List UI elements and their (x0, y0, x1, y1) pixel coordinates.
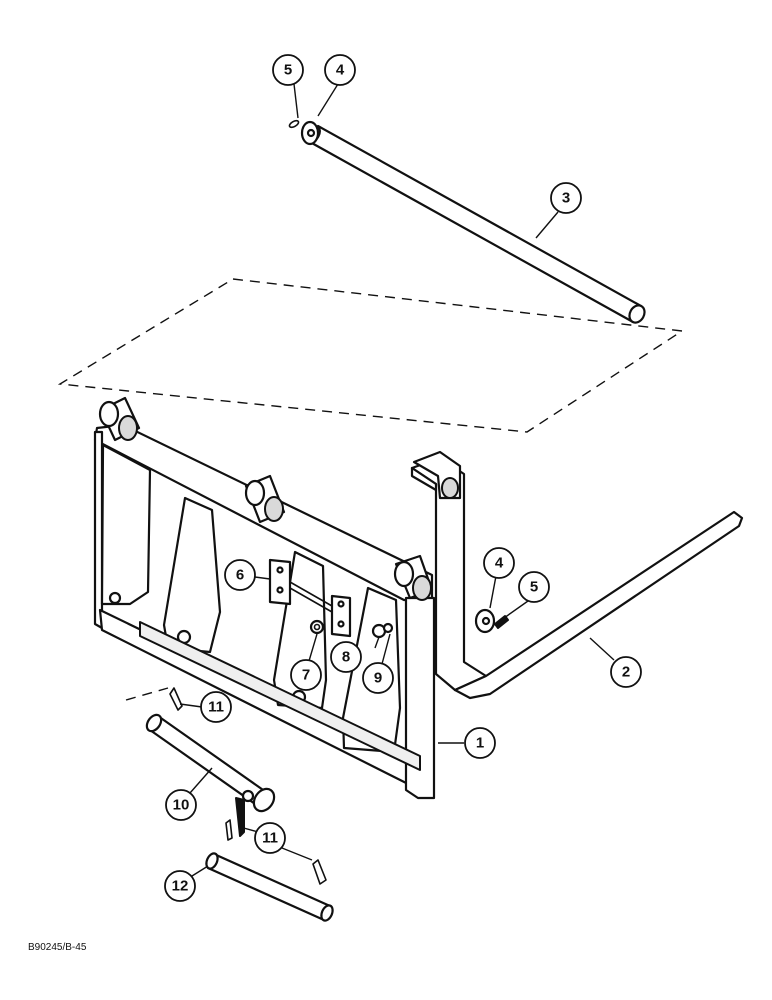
cotter-clip-upper (169, 687, 183, 711)
svg-text:11: 11 (208, 699, 224, 716)
pivot-pin (145, 713, 276, 837)
svg-text:1: 1 (476, 735, 484, 752)
roller-left (98, 396, 141, 442)
callout-11-upper: 11 (200, 691, 232, 723)
callout-5-top: 5 (272, 54, 304, 86)
fork (410, 450, 744, 700)
svg-text:8: 8 (342, 649, 350, 666)
washer-fork (474, 608, 496, 634)
pin-alignment-guide (125, 687, 169, 701)
svg-text:9: 9 (374, 670, 382, 687)
reference-code: B90245/B-45 (28, 942, 87, 953)
cotter-pin-fork (494, 615, 509, 629)
cotter-pin-top (288, 119, 300, 129)
svg-text:7: 7 (302, 667, 310, 684)
callout-4-top: 4 (324, 54, 356, 86)
cotter-clip-middle (225, 819, 233, 841)
svg-text:6: 6 (236, 567, 244, 584)
svg-text:4: 4 (336, 62, 345, 79)
alignment-guide (57, 278, 685, 433)
svg-text:10: 10 (173, 797, 190, 814)
slide-plate (268, 558, 352, 638)
roller-middle (244, 474, 286, 524)
callout-5-fork: 5 (518, 571, 550, 603)
nut-7 (309, 619, 325, 635)
callout-7: 7 (290, 659, 322, 691)
callout-3: 3 (550, 182, 582, 214)
svg-text:2: 2 (622, 664, 630, 681)
svg-text:4: 4 (495, 555, 504, 572)
callout-10: 10 (165, 789, 197, 821)
washer-top (300, 120, 320, 146)
fork-pin (205, 852, 334, 922)
callout-8: 8 (330, 641, 362, 673)
svg-text:11: 11 (262, 830, 278, 847)
callout-1: 1 (464, 727, 496, 759)
callout-9: 9 (362, 662, 394, 694)
svg-text:5: 5 (530, 579, 538, 596)
roller-right (393, 554, 434, 601)
callout-4-fork: 4 (483, 547, 515, 579)
svg-text:12: 12 (172, 878, 189, 895)
cotter-clip-lower (312, 859, 327, 885)
callout-11-lower: 11 (254, 822, 286, 854)
callout-12: 12 (164, 870, 196, 902)
svg-text:5: 5 (284, 62, 292, 79)
svg-text:3: 3 (562, 190, 570, 207)
fork-shaft (307, 124, 646, 324)
callout-6: 6 (224, 559, 256, 591)
callout-2: 2 (610, 656, 642, 688)
